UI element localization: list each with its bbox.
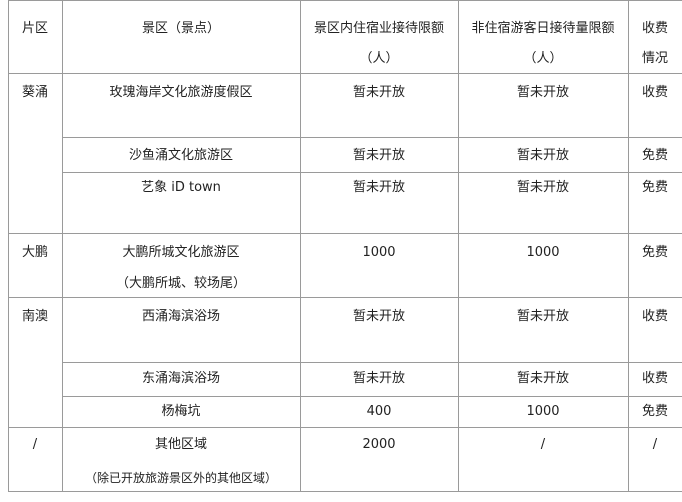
scenic-sub-note: （大鹏所城、较场尾） (115, 276, 246, 291)
daily-limit-value: 暂未开放 (516, 148, 569, 163)
lodging-limit-value: 暂未开放 (352, 148, 405, 163)
daily-limit-value: 暂未开放 (516, 309, 569, 324)
daily-limit-value: 暂未开放 (516, 371, 569, 386)
row-divider (62, 172, 682, 173)
lodging-limit-value: 暂未开放 (352, 371, 405, 386)
scenic-sub-note: （除已开放旅游景区外的其他区域） (84, 471, 277, 485)
lodging-limit-value: 暂未开放 (352, 85, 405, 100)
scenic-name: 玫瑰海岸文化旅游度假区 (109, 85, 253, 100)
lodging-limit-value: 2000 (362, 437, 396, 452)
daily-limit-value: 1000 (526, 404, 560, 419)
daily-limit-value: 暂未开放 (516, 180, 569, 195)
fee-status: 免费 (641, 245, 668, 260)
lodging-limit-value: 暂未开放 (352, 309, 405, 324)
district-kuichong: 葵涌 (21, 85, 48, 100)
district-divider (8, 297, 682, 298)
column-divider (62, 0, 63, 492)
scenic-name: 东涌海滨浴场 (141, 371, 220, 386)
header-daily-unit: （人） (523, 51, 563, 66)
daily-limit-value: 暂未开放 (516, 85, 569, 100)
header-fee: 收费 (641, 21, 668, 36)
header-lodging-unit: （人） (359, 51, 399, 66)
fee-status: 收费 (641, 371, 668, 386)
scenic-name: 艺象 iD town (141, 180, 221, 195)
column-divider (458, 0, 459, 492)
district-nanao: 南澳 (21, 309, 48, 324)
header-bottom-line (8, 73, 682, 74)
row-divider (62, 137, 682, 138)
header-lodging-limit: 景区内住宿业接待限额 (313, 21, 444, 36)
district-divider (8, 427, 682, 428)
table-border-bottom (8, 491, 682, 492)
row-divider (62, 396, 682, 397)
fee-status: 免费 (641, 404, 668, 419)
header-area: 片区 (21, 21, 48, 36)
lodging-limit-value: 暂未开放 (352, 180, 405, 195)
column-divider (628, 0, 629, 492)
scenic-name: 杨梅坑 (161, 404, 201, 419)
fee-status: 收费 (641, 85, 668, 100)
column-divider (300, 0, 301, 492)
district-divider (8, 233, 682, 234)
header-scenic: 景区（景点） (141, 21, 220, 36)
lodging-limit-value: 400 (366, 404, 392, 419)
scenic-name: 大鹏所城文化旅游区 (122, 245, 240, 260)
header-fee-2: 情况 (641, 51, 668, 66)
scenic-name: 沙鱼涌文化旅游区 (128, 148, 233, 163)
fee-status: / (652, 437, 658, 452)
daily-limit-value: 1000 (526, 245, 560, 260)
district-dapeng: 大鹏 (21, 245, 48, 260)
table-border-top (8, 0, 682, 1)
table-border-left (8, 0, 9, 492)
fee-status: 收费 (641, 309, 668, 324)
scenic-name: 西涌海滨浴场 (141, 309, 220, 324)
fee-status: 免费 (641, 148, 668, 163)
lodging-limit-value: 1000 (362, 245, 396, 260)
daily-limit-value: / (540, 437, 546, 452)
fee-status: 免费 (641, 180, 668, 195)
district-other: / (32, 437, 38, 452)
scenic-name: 其他区域 (154, 437, 207, 452)
header-daily-limit: 非住宿游客日接待量限额 (471, 21, 615, 36)
row-divider (62, 362, 682, 363)
